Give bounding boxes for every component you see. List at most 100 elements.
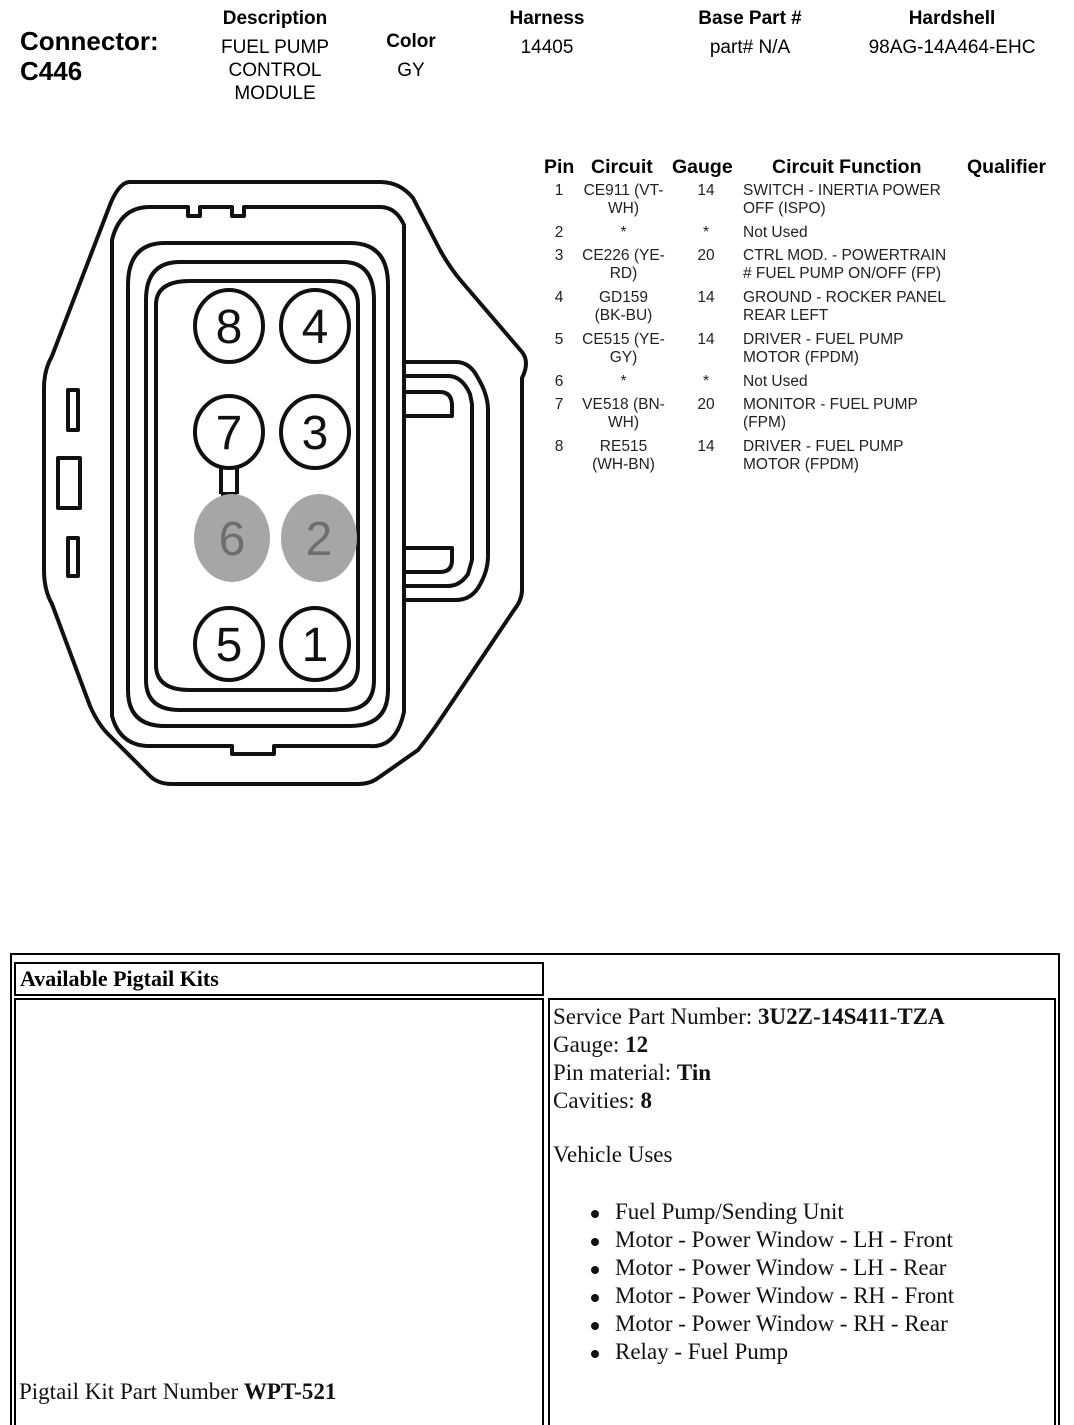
- cavities-line: Cavities: 8: [553, 1087, 945, 1115]
- base-part-column: Base Part # part# N/A: [670, 8, 830, 59]
- pin-cell: 8: [554, 438, 564, 455]
- pin-material-value: Tin: [676, 1060, 712, 1085]
- gauge-header: Gauge: [672, 156, 733, 178]
- circuit-cell: GD159(BK-BU): [594, 289, 653, 324]
- circuit-cell: CE515 (YE-GY): [582, 331, 665, 366]
- qualifier-header: Qualifier: [967, 156, 1047, 178]
- pin-cavities: 8 4 7 3 6 2 5 1: [193, 288, 357, 682]
- pigtail-image-cell: [14, 998, 544, 1425]
- vehicle-uses-list: Fuel Pump/Sending Unit Motor - Power Win…: [588, 1198, 954, 1366]
- harness-value: 14405: [520, 37, 574, 58]
- pin-number-8: 8: [216, 301, 243, 354]
- gauge-cell: 20: [697, 247, 715, 264]
- pigtail-table: [10, 953, 1060, 1425]
- hardshell-heading: Hardshell: [908, 8, 996, 29]
- circuit-cell: CE226 (YE-RD): [582, 247, 665, 282]
- table-row: 6**Not Used: [536, 373, 1056, 396]
- base-part-heading: Base Part #: [698, 8, 802, 29]
- circuit-cell: VE518 (BN-WH): [582, 396, 665, 431]
- pin-cavity-8: [193, 288, 265, 364]
- connector-id: C446: [20, 56, 83, 86]
- color-column: Color GY: [360, 31, 462, 82]
- pin-cavity-1: [279, 606, 351, 682]
- pigtail-specs: Service Part Number: 3U2Z-14S411-TZA Gau…: [553, 1003, 945, 1115]
- pin-number-3: 3: [302, 407, 329, 460]
- function-header: Circuit Function: [772, 156, 922, 178]
- gauge-value: 12: [625, 1032, 649, 1057]
- gauge-cell: 14: [697, 331, 715, 348]
- function-cell: CTRL MOD. - POWERTRAIN# FUEL PUMP ON/OFF…: [743, 247, 947, 282]
- kit-part-label: Pigtail Kit Part Number: [19, 1379, 244, 1404]
- list-item: Motor - Power Window - RH - Rear: [588, 1310, 954, 1338]
- description-value: FUEL PUMP CONTROL MODULE: [200, 36, 350, 105]
- pin-cavity-3: [279, 394, 351, 470]
- gauge-line: Gauge: 12: [553, 1031, 945, 1059]
- cavities-label: Cavities:: [553, 1088, 641, 1113]
- hardshell-value: 98AG-14A464-EHC: [868, 37, 1036, 58]
- hardshell-column: Hardshell 98AG-14A464-EHC: [842, 8, 1062, 59]
- gauge-cell: 20: [697, 396, 715, 413]
- list-item: Motor - Power Window - LH - Rear: [588, 1254, 954, 1282]
- harness-column: Harness 14405: [482, 8, 612, 59]
- color-heading: Color: [386, 31, 436, 52]
- pin-number-7: 7: [216, 407, 243, 460]
- pin-header: Pin: [544, 156, 575, 178]
- description-line: CONTROL: [228, 60, 322, 81]
- service-part-number: 3U2Z-14S411-TZA: [758, 1004, 945, 1029]
- gauge-cell: 14: [697, 289, 715, 306]
- function-cell: MONITOR - FUEL PUMP(FPM): [743, 396, 918, 431]
- pin-cell: 1: [554, 182, 564, 199]
- pin-cell: 2: [554, 224, 564, 241]
- pin-cell: 7: [554, 396, 564, 413]
- gauge-label: Gauge:: [553, 1032, 626, 1057]
- circuit-cell: RE515(WH-BN): [592, 438, 655, 473]
- list-item: Fuel Pump/Sending Unit: [588, 1198, 954, 1226]
- cavities-value: 8: [640, 1088, 653, 1113]
- description-line: MODULE: [234, 83, 316, 104]
- connector-title: Connector: C446: [20, 26, 159, 86]
- pin-table-header: Pin Circuit Gauge Circuit Function Quali…: [536, 156, 1056, 182]
- function-cell: Not Used: [743, 224, 808, 241]
- connector-diagram: 8 4 7 3 6 2 5 1: [30, 170, 530, 795]
- connector-label: Connector:: [20, 26, 159, 56]
- pin-number-5: 5: [216, 619, 243, 672]
- pigtail-title: Available Pigtail Kits: [14, 962, 544, 996]
- color-value: GY: [397, 60, 425, 81]
- function-cell: Not Used: [743, 373, 808, 390]
- list-item: Relay - Fuel Pump: [588, 1338, 954, 1366]
- pin-cell: 4: [554, 289, 564, 306]
- gauge-cell: *: [702, 373, 710, 390]
- pin-cell: 6: [554, 373, 564, 390]
- pin-cell: 5: [554, 331, 564, 348]
- pin-material-line: Pin material: Tin: [553, 1059, 945, 1087]
- description-heading: Description: [222, 8, 328, 29]
- pigtail-details-cell: [548, 998, 1056, 1425]
- service-part-label: Service Part Number:: [553, 1004, 759, 1029]
- pin-cavity-4: [279, 288, 351, 364]
- circuit-cell: *: [620, 224, 627, 241]
- pin-cavity-5: [193, 606, 265, 682]
- list-item: Motor - Power Window - RH - Front: [588, 1282, 954, 1310]
- pin-number-1: 1: [302, 619, 329, 672]
- description-line: FUEL PUMP: [220, 37, 330, 58]
- pin-number-4: 4: [302, 301, 329, 354]
- table-row: 3 CE226 (YE-RD) 20 CTRL MOD. - POWERTRAIN# …: [536, 247, 1056, 289]
- pin-cell: 3: [554, 247, 564, 264]
- description-column: Description FUEL PUMP CONTROL MODULE: [200, 8, 350, 105]
- pin-number-2: 2: [306, 513, 333, 566]
- kit-part-number: WPT-521: [243, 1379, 337, 1404]
- pin-cavity-2: [281, 494, 357, 582]
- gauge-cell: 14: [697, 438, 715, 455]
- base-part-value: part# N/A: [709, 37, 791, 58]
- list-item: Motor - Power Window - LH - Front: [588, 1226, 954, 1254]
- pin-number-6: 6: [219, 513, 246, 566]
